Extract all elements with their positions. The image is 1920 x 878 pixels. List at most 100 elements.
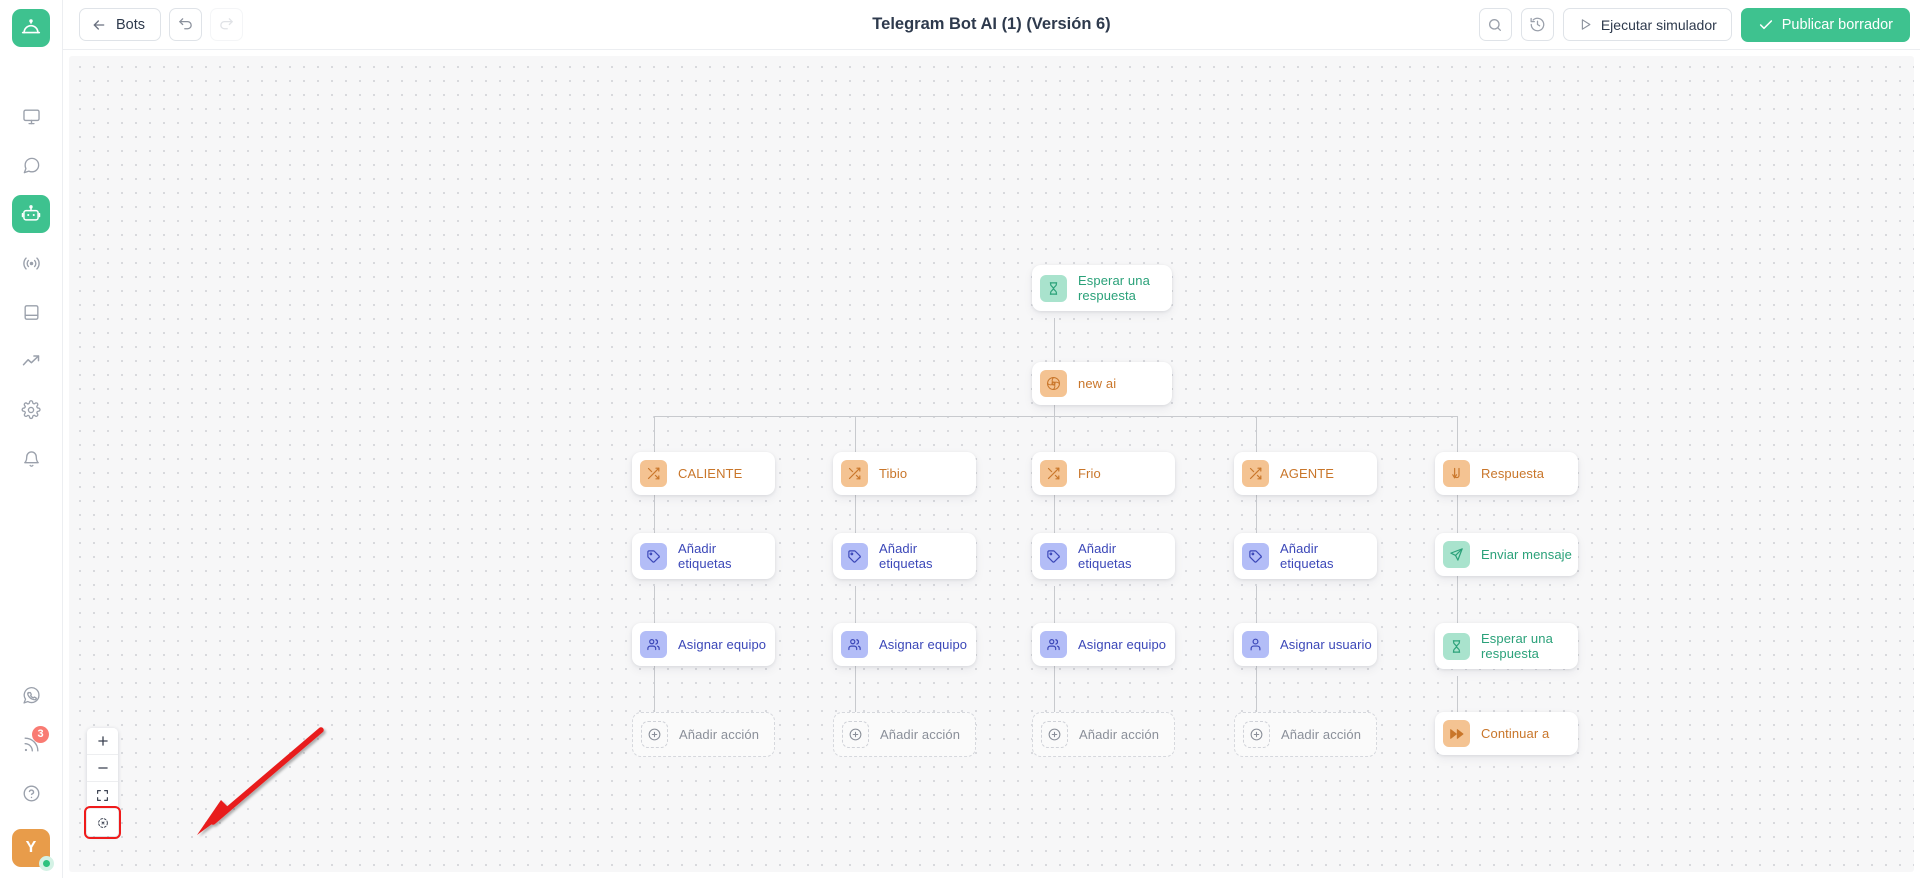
flow-node-tag1[interactable]: Añadir etiquetas [632, 533, 775, 579]
node-label: CALIENTE [678, 466, 742, 481]
flow-node-new-ai[interactable]: new ai [1032, 362, 1172, 405]
flow-node-respuesta[interactable]: Respuesta [1435, 452, 1578, 495]
help-icon [22, 784, 41, 803]
version-history-button[interactable] [1521, 8, 1554, 41]
flow-connector [855, 661, 856, 712]
online-status-dot [39, 856, 54, 871]
search-icon [1487, 17, 1503, 33]
arrow-turn-down-icon [1449, 466, 1464, 481]
undo-button[interactable] [169, 8, 202, 41]
back-button-label: Bots [116, 17, 145, 33]
zoom-in-button[interactable] [87, 728, 118, 755]
publish-draft-label: Publicar borrador [1782, 17, 1893, 33]
book-icon [22, 303, 41, 322]
redo-icon [218, 16, 235, 33]
flow-node-wait2[interactable]: Esperar una respuesta [1435, 623, 1578, 669]
node-label: Añadir acción [1079, 727, 1159, 742]
sidebar-item-settings[interactable] [12, 391, 50, 429]
node-label: Asignar equipo [879, 637, 967, 652]
flow-connector [1457, 571, 1458, 623]
flow-node-tag4[interactable]: Añadir etiquetas [1234, 533, 1377, 579]
redo-button[interactable] [210, 8, 243, 41]
bell-icon [22, 450, 41, 469]
publish-draft-button[interactable]: Publicar borrador [1741, 8, 1910, 42]
chat-icon [22, 156, 41, 175]
flow-node-add2[interactable]: Añadir acción [833, 712, 976, 757]
trending-icon [21, 351, 41, 371]
sidebar-item-whatsapp[interactable] [12, 676, 50, 714]
flow-node-frio[interactable]: Frio [1032, 452, 1175, 495]
sidebar-item-dashboard[interactable] [12, 97, 50, 135]
plus-circle-icon [1249, 727, 1264, 742]
flow-connector [1457, 416, 1458, 452]
flow-node-user4[interactable]: Asignar usuario [1234, 623, 1377, 666]
flow-node-wait-top[interactable]: Esperar una respuesta [1032, 265, 1172, 311]
node-label: Añadir etiquetas [879, 541, 961, 571]
node-label: Asignar equipo [678, 637, 766, 652]
sidebar-item-broadcast[interactable] [12, 244, 50, 282]
undo-icon [177, 16, 194, 33]
flow-canvas[interactable]: Esperar una respuesta new ai CALIENTE Tibio… [69, 56, 1914, 872]
node-label: Enviar mensaje [1481, 547, 1572, 562]
node-icon-wrap [842, 721, 869, 748]
tag-icon [1046, 549, 1061, 564]
avatar-initial: Y [26, 839, 37, 857]
app-logo[interactable] [12, 9, 50, 47]
flow-node-send[interactable]: Enviar mensaje [1435, 533, 1578, 576]
shuffle-icon [646, 466, 661, 481]
flow-node-team2[interactable]: Asignar equipo [833, 623, 976, 666]
node-label: Añadir acción [679, 727, 759, 742]
check-icon [1758, 17, 1774, 33]
flow-node-tag3[interactable]: Añadir etiquetas [1032, 533, 1175, 579]
flow-node-team3[interactable]: Asignar equipo [1032, 623, 1175, 666]
plus-circle-icon [848, 727, 863, 742]
back-to-bots-button[interactable]: Bots [79, 8, 161, 41]
sidebar-item-chats[interactable] [12, 146, 50, 184]
search-button[interactable] [1479, 8, 1512, 41]
users-icon [646, 637, 661, 652]
flow-connector [1054, 416, 1055, 452]
service-bell-icon [20, 17, 42, 39]
flow-node-caliente[interactable]: CALIENTE [632, 452, 775, 495]
run-simulator-button[interactable]: Ejecutar simulador [1563, 8, 1732, 41]
fit-view-button[interactable] [87, 782, 118, 809]
flow-connector [1256, 586, 1257, 623]
flow-connector [1054, 490, 1055, 533]
avatar[interactable]: Y [12, 829, 50, 867]
node-label: Respuesta [1481, 466, 1544, 481]
flow-connector [1457, 490, 1458, 533]
play-icon [1578, 17, 1593, 32]
node-icon-wrap [1040, 275, 1067, 302]
tag-icon [1248, 549, 1263, 564]
node-icon-wrap [640, 543, 667, 570]
node-icon-wrap [1040, 631, 1067, 658]
node-icon-wrap [841, 631, 868, 658]
node-label: Añadir acción [1281, 727, 1361, 742]
flow-node-tag2[interactable]: Añadir etiquetas [833, 533, 976, 579]
canvas-wrapper: Esperar una respuesta new ai CALIENTE Tibio… [63, 50, 1920, 878]
node-label: Añadir acción [880, 727, 960, 742]
node-label: Continuar a [1481, 726, 1549, 741]
sidebar-item-alerts[interactable] [12, 440, 50, 478]
flow-node-agente[interactable]: AGENTE [1234, 452, 1377, 495]
flow-node-tibio[interactable]: Tibio [833, 452, 976, 495]
flow-node-team1[interactable]: Asignar equipo [632, 623, 775, 666]
target-lock-icon [96, 816, 110, 830]
toolbar-right-group: Ejecutar simulador Publicar borrador [1479, 8, 1910, 42]
sidebar-item-catalog[interactable] [12, 293, 50, 331]
history-icon [1529, 16, 1546, 33]
lock-canvas-button[interactable] [87, 809, 118, 836]
flow-node-add1[interactable]: Añadir acción [632, 712, 775, 757]
node-icon-wrap [1040, 460, 1067, 487]
flow-node-add3[interactable]: Añadir acción [1032, 712, 1175, 757]
sidebar-item-analytics[interactable] [12, 342, 50, 380]
flow-connector [1256, 416, 1257, 452]
hourglass-icon [1449, 639, 1464, 654]
flow-node-cont[interactable]: Continuar a [1435, 712, 1578, 755]
zoom-out-button[interactable] [87, 755, 118, 782]
flow-node-add4[interactable]: Añadir acción [1234, 712, 1377, 757]
sidebar-item-bots[interactable] [12, 195, 50, 233]
node-icon-wrap [1443, 460, 1470, 487]
sidebar-item-help[interactable] [12, 774, 50, 812]
sidebar-item-status[interactable]: 3 [12, 725, 50, 763]
